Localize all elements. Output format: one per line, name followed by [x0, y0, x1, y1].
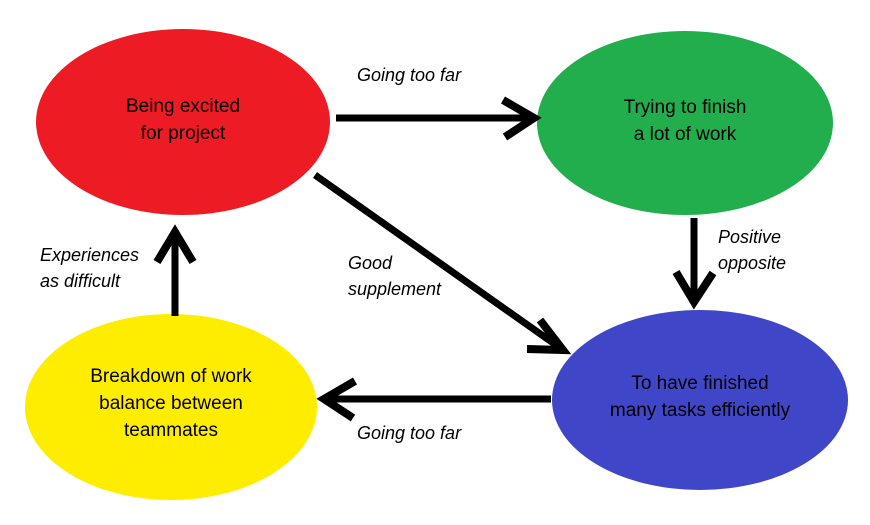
edge-finished-to-breakdown	[316, 377, 551, 422]
edge-label-going-too-far-bottom: Going too far	[357, 423, 462, 443]
node-excited[interactable]	[36, 29, 330, 215]
node-breakdown[interactable]	[25, 314, 317, 500]
node-finished[interactable]	[552, 310, 848, 490]
edge-label-good-supplement: Good supplement	[348, 253, 442, 300]
edge-label-positive-opposite: Positive opposite	[718, 227, 787, 274]
edge-excited-to-finished	[312, 172, 572, 355]
edge-label-going-too-far-top: Going too far	[357, 65, 462, 85]
edge-trying-to-finished	[672, 218, 717, 310]
edge-excited-to-trying	[336, 96, 542, 141]
edge-label-experiences-as-difficult: Experiences as difficult	[40, 245, 140, 292]
edge-breakdown-to-excited	[153, 224, 197, 316]
node-trying[interactable]	[537, 31, 833, 215]
